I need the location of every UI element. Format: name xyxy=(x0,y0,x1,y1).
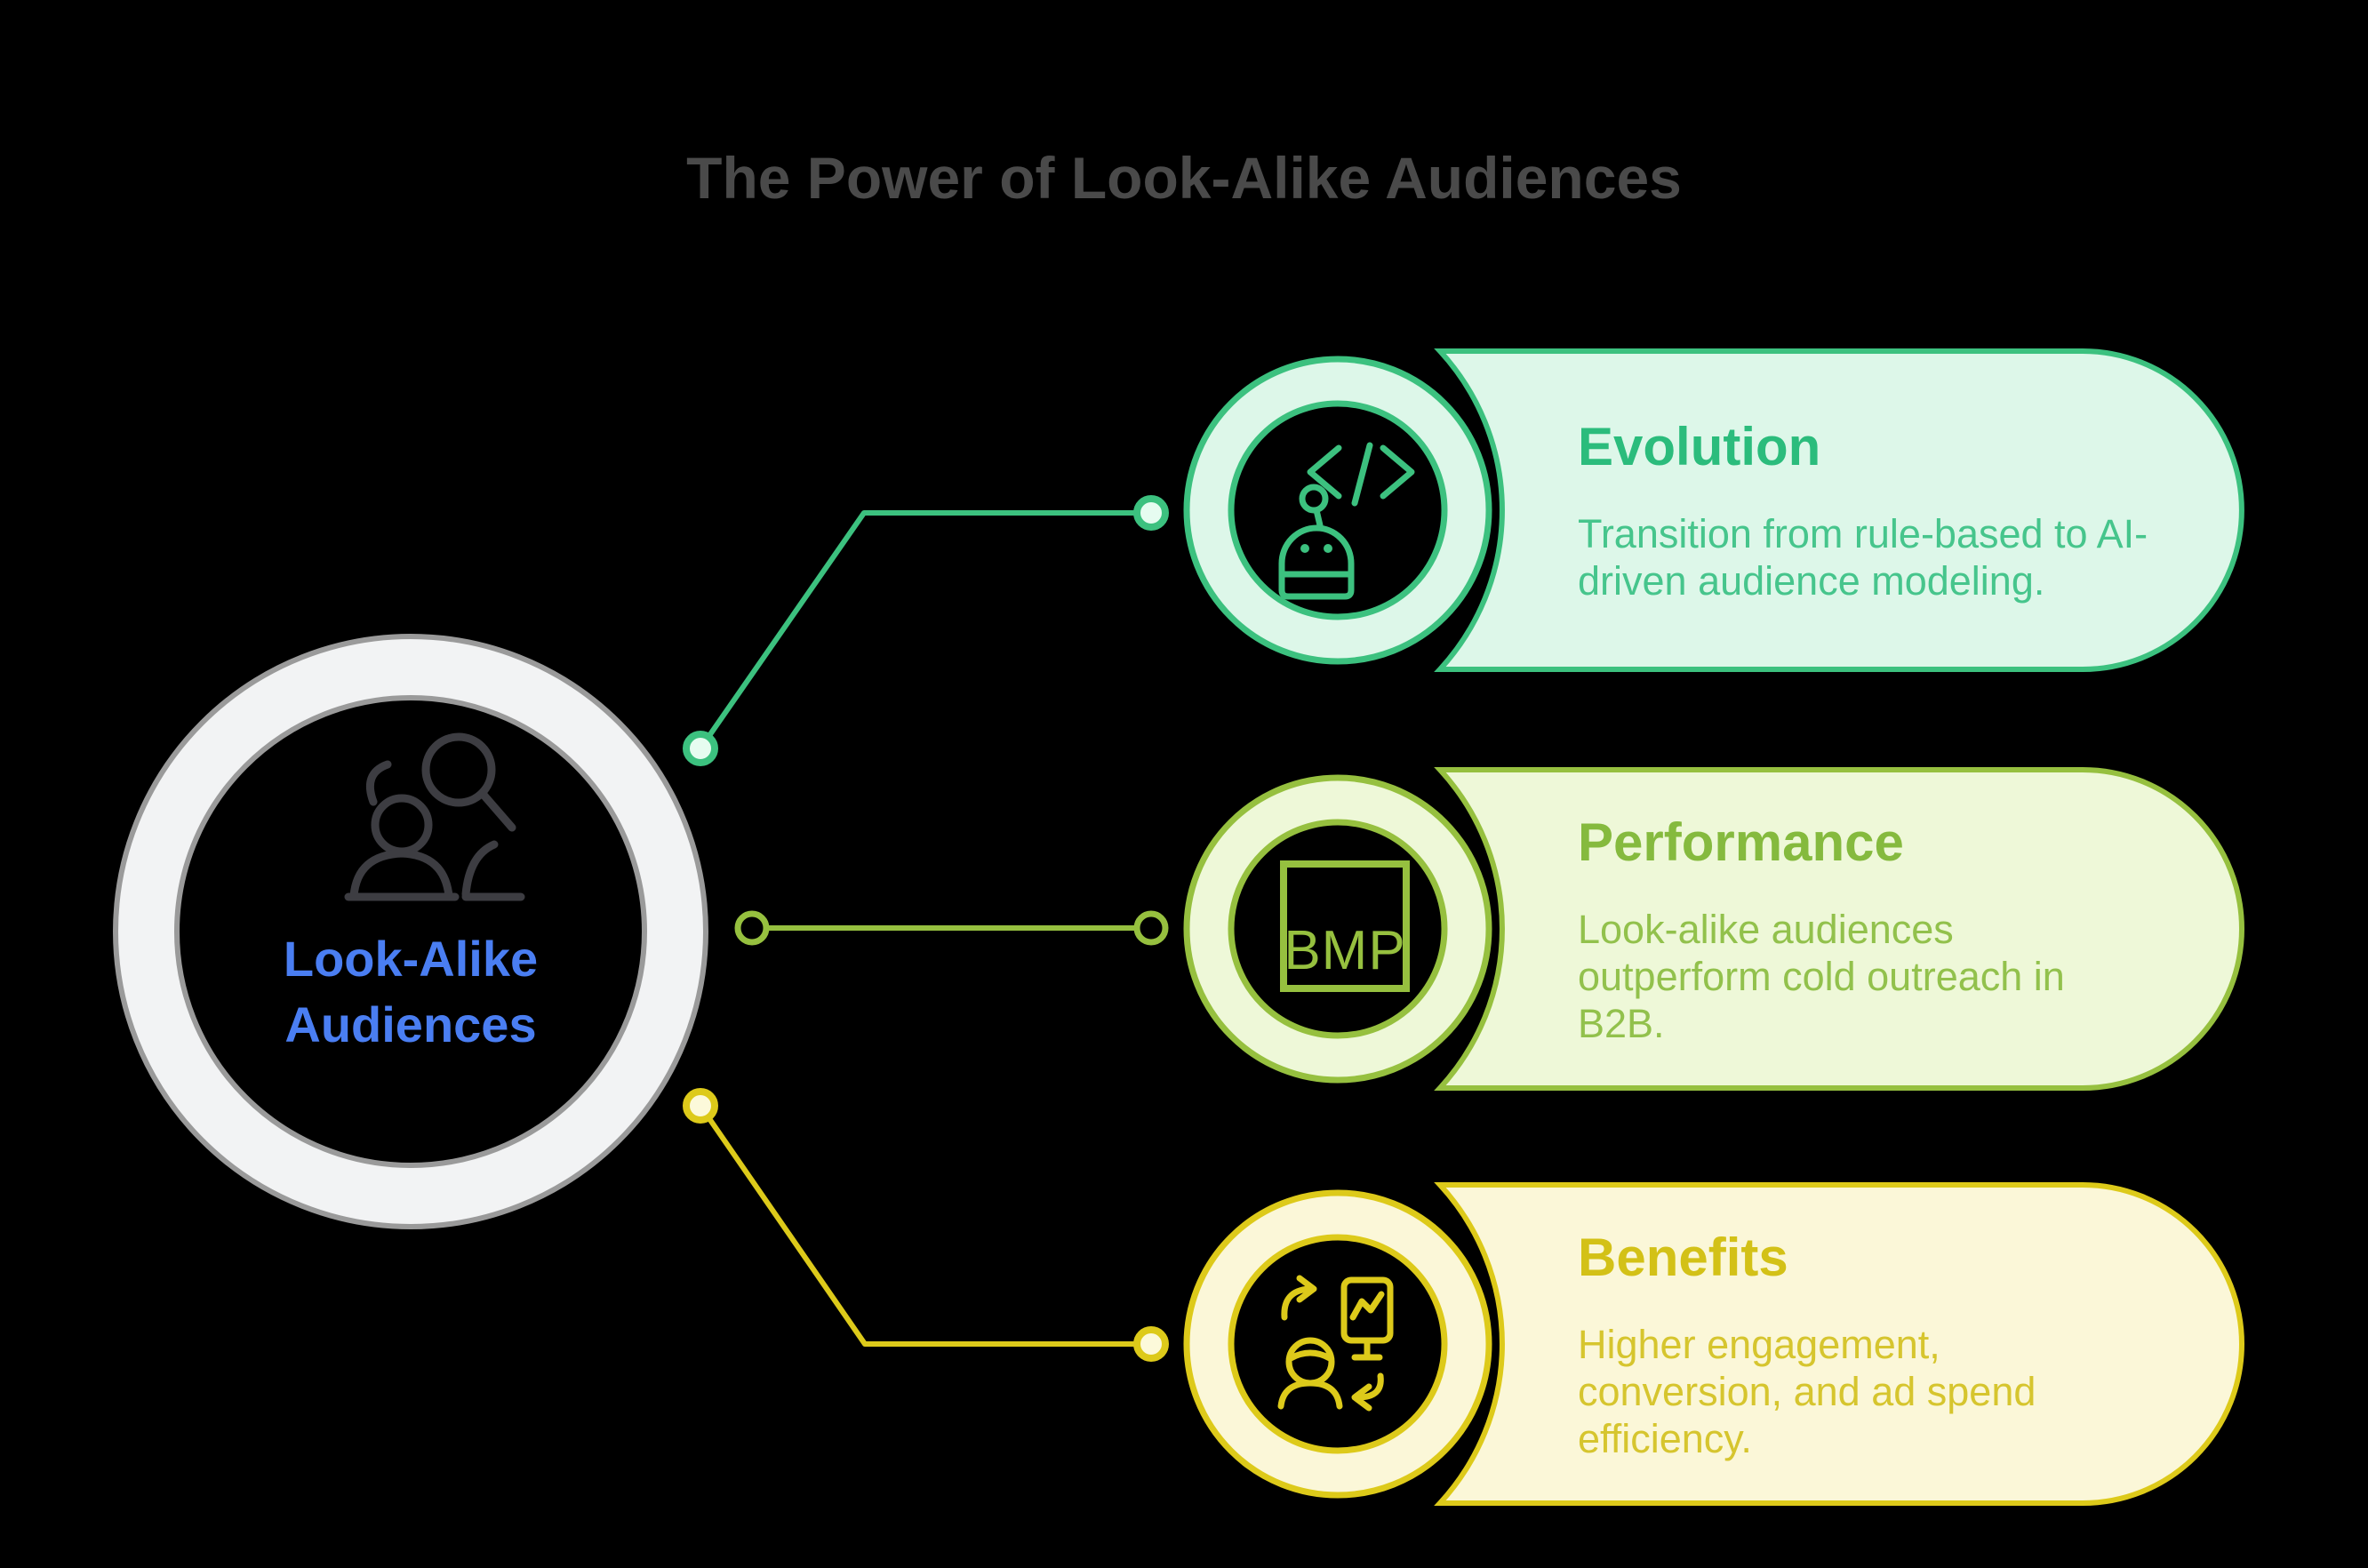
bmp-file-icon: BMP xyxy=(1280,860,1410,992)
audience-search-icon xyxy=(344,732,525,901)
evolution-dot-right xyxy=(1133,495,1169,531)
benefits-badge xyxy=(1183,1189,1492,1499)
performance-card: Performance Look-alike audiences outperf… xyxy=(1578,770,2156,1088)
conversion-monitor-icon xyxy=(1277,1275,1394,1412)
performance-card-shape xyxy=(1434,767,2244,1091)
benefits-card: Benefits Higher engagement, conversion, … xyxy=(1578,1185,2156,1503)
performance-dot-right xyxy=(1133,910,1169,946)
performance-badge: BMP xyxy=(1183,774,1492,1084)
evolution-badge xyxy=(1183,356,1492,665)
connector-evolution xyxy=(698,510,1151,750)
benefits-card-shape xyxy=(1434,1182,2244,1506)
robot-code-icon xyxy=(1278,442,1415,600)
performance-dot-left xyxy=(734,910,770,946)
central-node-label: Look-Alike Audiences xyxy=(283,931,539,1052)
performance-card-title: Performance xyxy=(1578,812,1904,872)
evolution-card: Evolution Transition from rule-based to … xyxy=(1578,351,2156,669)
central-node xyxy=(113,634,708,1229)
benefits-card-body: Higher engagement, conversion, and ad sp… xyxy=(1578,1321,2036,1461)
evolution-card-shape xyxy=(1434,348,2244,672)
evolution-card-title: Evolution xyxy=(1578,417,1821,476)
connector-benefits xyxy=(698,1104,1151,1347)
evolution-dot-left xyxy=(683,731,718,766)
page-title: The Power of Look-Alike Audiences xyxy=(686,145,1682,211)
benefits-dot-right xyxy=(1133,1326,1169,1362)
performance-card-body: Look-alike audiences outperform cold out… xyxy=(1578,906,2065,1046)
evolution-card-body: Transition from rule-based to AI-driven … xyxy=(1578,511,2148,604)
bmp-label: BMP xyxy=(1284,920,1405,981)
benefits-card-title: Benefits xyxy=(1578,1227,1788,1287)
benefits-dot-left xyxy=(683,1088,718,1124)
